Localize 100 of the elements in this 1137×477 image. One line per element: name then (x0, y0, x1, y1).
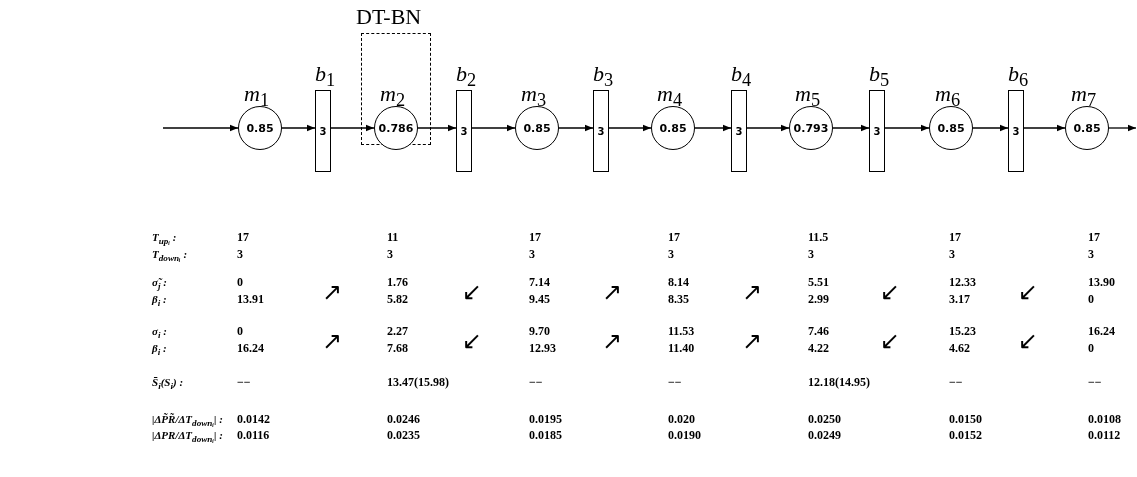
group-title: DT-BN (356, 5, 422, 29)
buffer-box: 3 (731, 90, 747, 172)
arrow (281, 124, 316, 132)
table-value: 7.14 (529, 275, 550, 289)
table-value: 0 (1088, 292, 1094, 306)
arrow (694, 124, 732, 132)
machine-circle: 0.85 (651, 106, 695, 150)
buffer-label: b$_{2}$ (456, 62, 477, 93)
table-value: 3 (949, 247, 955, 261)
arrow (471, 124, 516, 132)
table-value: 3.17 (949, 292, 970, 306)
machine-circle: 0.85 (1065, 106, 1109, 150)
table-value: −− (949, 375, 963, 389)
table-value: 0.0235 (387, 428, 420, 442)
machine-circle: 0.85 (238, 106, 282, 150)
table-value: 0.0152 (949, 428, 982, 442)
arrow (608, 124, 652, 132)
table-value: 0.0185 (529, 428, 562, 442)
trend-arrow: ↙ (462, 279, 483, 305)
table-value: 0.0108 (1088, 412, 1121, 426)
buffer-label: b$_{1}$ (315, 62, 336, 93)
table-value: 17 (668, 230, 680, 244)
row-label: T$_{upᵢ}$ : (152, 230, 177, 249)
table-value: 3 (387, 247, 393, 261)
trend-arrow: ↙ (880, 279, 901, 305)
buffer-label: b$_{4}$ (731, 62, 752, 93)
buffer-label: b$_{5}$ (869, 62, 890, 93)
buffer-box: 3 (593, 90, 609, 172)
table-value: 11 (387, 230, 399, 244)
table-value: 0 (237, 275, 243, 289)
table-value: 12.18(14.95) (808, 375, 870, 389)
table-value: 3 (668, 247, 674, 261)
buffer-box: 3 (869, 90, 885, 172)
table-value: 0.0116 (237, 428, 270, 442)
trend-arrow: ↙ (880, 328, 901, 354)
table-value: 13.47(15.98) (387, 375, 449, 389)
table-value: 11.40 (668, 341, 695, 355)
table-value: 4.62 (949, 341, 970, 355)
row-label: S̄$_{i}$(S$_{i}$) : (152, 375, 184, 394)
table-value: 0 (1088, 341, 1094, 355)
trend-arrow: ↙ (1018, 279, 1039, 305)
arrow (417, 124, 457, 132)
table-value: 0.0250 (808, 412, 841, 426)
arrow (832, 124, 870, 132)
table-value: 17 (1088, 230, 1100, 244)
table-value: 9.70 (529, 324, 550, 338)
table-value: 0.0246 (387, 412, 420, 426)
trend-arrow: ↗ (742, 279, 763, 305)
table-value: 1.76 (387, 275, 408, 289)
table-value: 0.0249 (808, 428, 841, 442)
table-value: −− (668, 375, 682, 389)
buffer-box: 3 (1008, 90, 1024, 172)
table-value: 11.5 (808, 230, 829, 244)
table-value: 13.91 (237, 292, 264, 306)
table-value: 7.68 (387, 341, 408, 355)
arrow (746, 124, 790, 132)
machine-circle: 0.85 (515, 106, 559, 150)
table-value: 2.99 (808, 292, 829, 306)
table-value: 4.22 (808, 341, 829, 355)
table-value: 12.93 (529, 341, 556, 355)
table-value: 5.51 (808, 275, 829, 289)
table-value: 0.0195 (529, 412, 562, 426)
table-value: 3 (808, 247, 814, 261)
trend-arrow: ↗ (602, 279, 623, 305)
trend-arrow: ↗ (322, 328, 343, 354)
table-value: 17 (949, 230, 961, 244)
table-value: 5.82 (387, 292, 408, 306)
table-value: 12.33 (949, 275, 976, 289)
table-value: 17 (529, 230, 541, 244)
table-value: 0.0142 (237, 412, 270, 426)
arrow (972, 124, 1009, 132)
buffer-box: 3 (456, 90, 472, 172)
table-value: −− (237, 375, 251, 389)
table-value: 9.45 (529, 292, 550, 306)
buffer-box: 3 (315, 90, 331, 172)
table-value: 15.23 (949, 324, 976, 338)
table-value: −− (529, 375, 543, 389)
table-value: 0.0112 (1088, 428, 1121, 442)
table-value: 0.020 (668, 412, 695, 426)
table-value: 2.27 (387, 324, 408, 338)
table-value: 8.35 (668, 292, 689, 306)
table-value: 3 (529, 247, 535, 261)
table-value: −− (1088, 375, 1102, 389)
table-value: 16.24 (237, 341, 264, 355)
buffer-label: b$_{6}$ (1008, 62, 1029, 93)
trend-arrow: ↗ (322, 279, 343, 305)
trend-arrow: ↗ (602, 328, 623, 354)
row-label: T$_{downᵢ}$ : (152, 247, 188, 266)
arrow (884, 124, 930, 132)
arrow (330, 124, 375, 132)
trend-arrow: ↙ (1018, 328, 1039, 354)
trend-arrow: ↗ (742, 328, 763, 354)
row-label: σ̃$_{j}$ : (152, 275, 167, 294)
table-value: 17 (237, 230, 249, 244)
table-value: 11.53 (668, 324, 695, 338)
arrow (162, 124, 239, 132)
row-label: |ΔP̃R̃/ΔT$_{downᵢ}$| : (152, 412, 223, 431)
table-value: 3 (1088, 247, 1094, 261)
table-value: 7.46 (808, 324, 829, 338)
arrow (1108, 124, 1137, 132)
